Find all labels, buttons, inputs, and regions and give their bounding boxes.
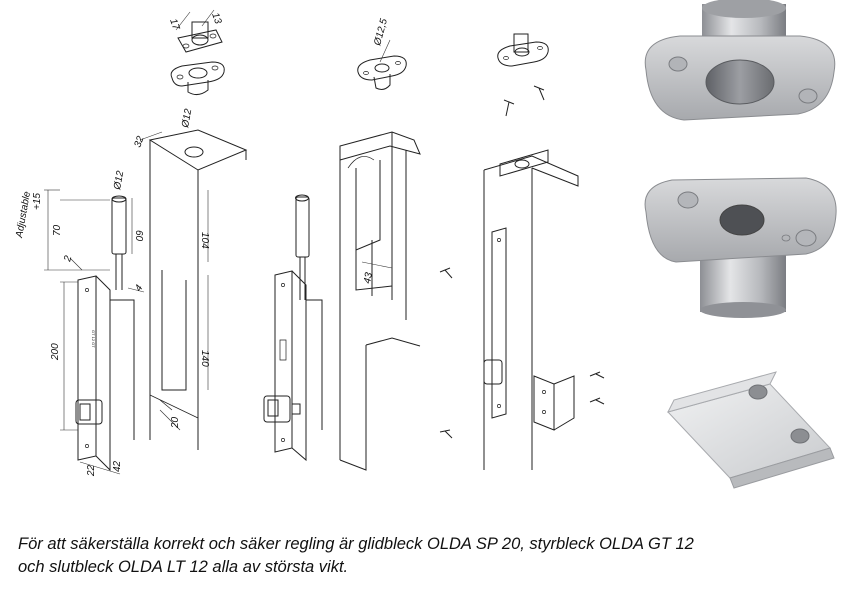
bolt-rod <box>111 195 127 290</box>
dim-32: 32 <box>132 134 146 149</box>
drawing-frame-profile: Ø12,5 43 <box>339 17 421 471</box>
drawing-dimensioned: 17 13 32 Ø12 104 140 20 <box>14 9 248 477</box>
faceplate-marking: GT 12 GT <box>91 330 96 348</box>
bolt-faceplate: GT 12 GT <box>75 275 135 472</box>
screw-3 <box>439 267 453 279</box>
technical-diagram: 17 13 32 Ø12 104 140 20 <box>14 0 837 489</box>
sleeve-top-small <box>497 33 549 67</box>
dim-22: 22 <box>86 464 97 477</box>
dim-12-5: Ø12,5 <box>372 17 390 48</box>
dim-2: 2 <box>62 254 74 264</box>
dim-60: 60 <box>133 230 144 242</box>
dim-13: 13 <box>209 11 223 26</box>
dim-12-rod: Ø12 <box>112 170 126 192</box>
caption: För att säkerställa korrekt och säker re… <box>18 533 848 579</box>
photo-sleeve-bottom <box>644 177 837 318</box>
dim-43: 43 <box>362 271 375 284</box>
dim-4: 4 <box>133 283 146 294</box>
dim-plus15: +15 <box>32 193 43 210</box>
sleeve-bottom-part <box>170 61 225 96</box>
dim-adjustable-label: Adjustable <box>14 190 33 239</box>
screw-1 <box>503 99 515 117</box>
dim-20: 20 <box>170 416 181 429</box>
angle-bracket <box>533 375 575 431</box>
dim-140: 140 <box>199 350 210 367</box>
door-edge-block <box>148 129 248 450</box>
dim-17: 17 <box>167 17 181 32</box>
caption-line-2: och slutbleck OLDA LT 12 alla av största… <box>18 558 349 576</box>
caption-line-1: För att säkerställa korrekt och säker re… <box>18 535 694 553</box>
dim-12-hole: Ø12 <box>180 108 194 130</box>
photo-sleeve-top <box>644 0 836 121</box>
screw-2 <box>533 85 545 101</box>
screw-5 <box>589 371 605 379</box>
drawing-strike-frame <box>439 33 605 470</box>
screw-4 <box>439 429 453 439</box>
dim-70: 70 <box>52 224 63 236</box>
photo-strike-plate <box>667 371 835 489</box>
drawing-bolt-installed <box>263 194 323 462</box>
screw-6 <box>589 397 605 405</box>
sleeve-top-view <box>177 21 223 53</box>
dim-42: 42 <box>112 460 123 472</box>
dim-104: 104 <box>199 232 210 249</box>
dim-200: 200 <box>50 343 61 361</box>
sleeve-12-5 <box>357 55 407 90</box>
